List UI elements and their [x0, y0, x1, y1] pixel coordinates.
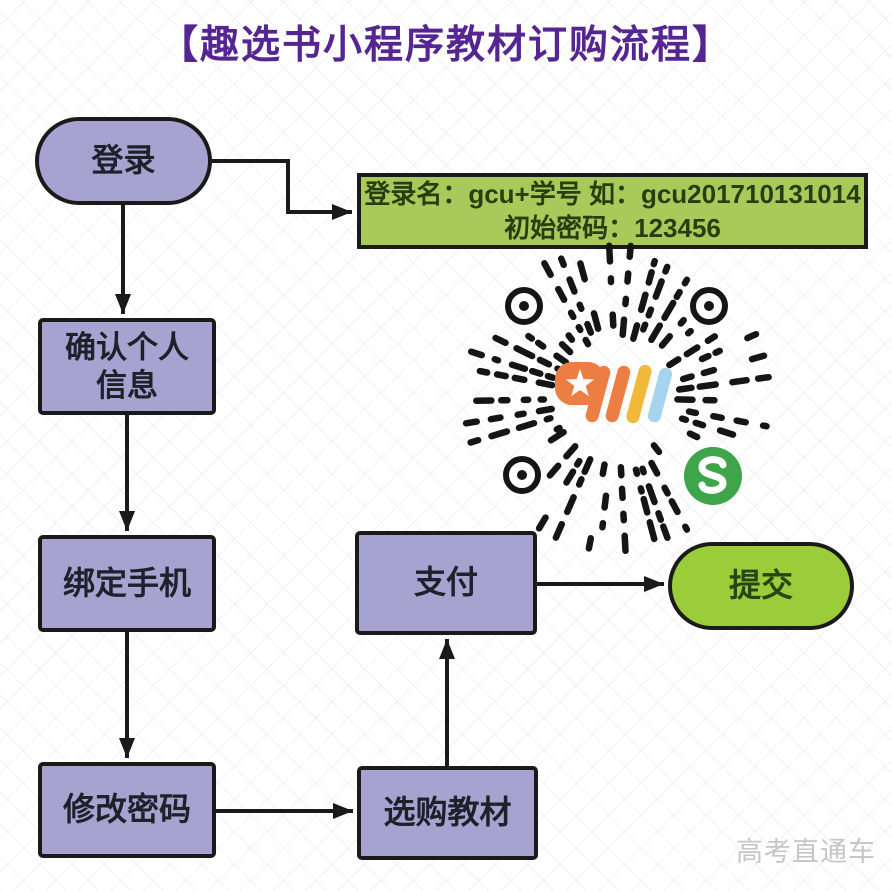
flow-node-select-textbooks-label: 选购教材 [383, 794, 512, 831]
flow-node-change-password-label: 修改密码 [62, 791, 191, 828]
flow-node-pay: 支付 [355, 531, 537, 635]
qr-eye-top-right [690, 287, 728, 325]
flow-node-confirm-info-label: 确认个人 信息 [65, 329, 189, 403]
page-title: 【趣选书小程序教材订购流程】 [158, 24, 733, 67]
logo-stripe-blue [647, 367, 673, 423]
qr-eye-top-left [505, 287, 543, 325]
flow-node-login-label: 登录 [91, 142, 156, 179]
quxuanshu-logo [555, 362, 673, 424]
wechat-mini-program-qr-code [462, 242, 772, 555]
logo-stripe-orange [605, 365, 631, 423]
flow-node-login: 登录 [35, 117, 212, 205]
logo-stripe-yellow [626, 364, 652, 424]
watermark: 高考直通车 [736, 837, 876, 867]
edge-login-to-note [212, 159, 352, 220]
credentials-note: 登录名：gcu+学号 如：gcu201710131014 初始密码：123456 [357, 173, 868, 249]
credentials-note-line2: 初始密码：123456 [504, 213, 721, 243]
qr-eye-bottom-left [503, 456, 541, 494]
flow-node-change-password: 修改密码 [38, 762, 216, 858]
flow-node-bind-phone: 绑定手机 [38, 535, 216, 632]
flow-node-pay-label: 支付 [413, 564, 478, 601]
logo-bubble-tail [585, 365, 611, 423]
flow-node-select-textbooks: 选购教材 [357, 766, 538, 860]
flow-node-confirm-info: 确认个人 信息 [38, 318, 216, 415]
wechat-mini-program-icon [684, 447, 742, 505]
flow-node-submit-label: 提交 [728, 567, 793, 604]
credentials-note-line1: 登录名：gcu+学号 如：gcu201710131014 [364, 179, 861, 209]
flow-node-submit: 提交 [668, 542, 854, 630]
qr-ray-dashes [462, 242, 772, 555]
flow-node-bind-phone-label: 绑定手机 [62, 564, 191, 601]
logo-star-icon [565, 369, 595, 397]
